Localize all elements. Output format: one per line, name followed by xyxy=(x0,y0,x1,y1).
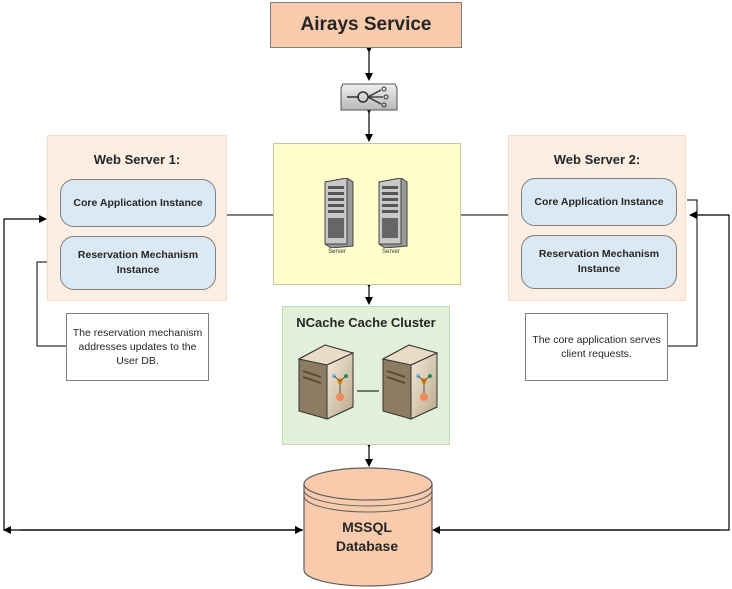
airays-service-box: Airays Service xyxy=(270,2,462,48)
left-note-line2: addresses updates to the xyxy=(78,341,197,353)
ws1-reservation-line1: Reservation Mechanism xyxy=(77,249,199,261)
ncache-cluster-panel: NCache Cache Cluster xyxy=(282,306,450,445)
database-cylinder-icon xyxy=(303,467,433,587)
web-server-1-panel: Web Server 1: Core Application Instance … xyxy=(47,135,227,301)
right-note-line1: The core application serves xyxy=(532,334,661,346)
web-server-1-title: Web Server 1: xyxy=(93,152,181,167)
ws1-core-instance: Core Application Instance xyxy=(60,179,216,227)
right-note-connector xyxy=(668,199,698,347)
ws2-reservation-line1: Reservation Mechanism xyxy=(538,248,660,260)
web-server-2-title: Web Server 2: xyxy=(553,152,641,167)
left-note-line3: User DB. xyxy=(116,355,159,367)
database-label: MSSQL Database xyxy=(303,518,431,556)
ws2-reservation-instance: Reservation Mechanism Instance xyxy=(521,235,677,289)
ws2-reservation-line2: Instance xyxy=(577,263,621,275)
airays-service-title: Airays Service xyxy=(300,14,432,35)
cluster-title: NCache Cache Cluster xyxy=(296,315,436,330)
cache-server-icon xyxy=(297,344,355,420)
ws2-core-instance-label: Core Application Instance xyxy=(534,195,664,208)
ws1-core-instance-label: Core Application Instance xyxy=(73,196,203,209)
web-server-2-panel: Web Server 2: Core Application Instance … xyxy=(508,135,686,301)
cache-link-line xyxy=(357,390,379,392)
database-line1: MSSQL xyxy=(342,519,392,535)
server-1-label: Server xyxy=(328,249,346,255)
rack-server-icon xyxy=(324,178,354,248)
left-note-line1: The reservation mechanism xyxy=(72,327,203,339)
server-2-label: Server xyxy=(382,249,400,255)
database-line2: Database xyxy=(335,538,399,554)
ws1-reservation-line2: Instance xyxy=(116,264,160,276)
ws1-reservation-instance: Reservation Mechanism Instance xyxy=(60,236,216,290)
right-note: The core application serves client reque… xyxy=(525,313,668,381)
cache-server-icon xyxy=(381,344,439,420)
ws2-core-instance: Core Application Instance xyxy=(521,178,677,226)
right-note-line2: client requests. xyxy=(561,348,632,360)
rack-server-icon xyxy=(378,178,408,248)
left-note: The reservation mechanism addresses upda… xyxy=(66,313,209,381)
load-balancer-icon xyxy=(340,83,398,111)
server-farm-panel: Server Server xyxy=(273,143,461,285)
